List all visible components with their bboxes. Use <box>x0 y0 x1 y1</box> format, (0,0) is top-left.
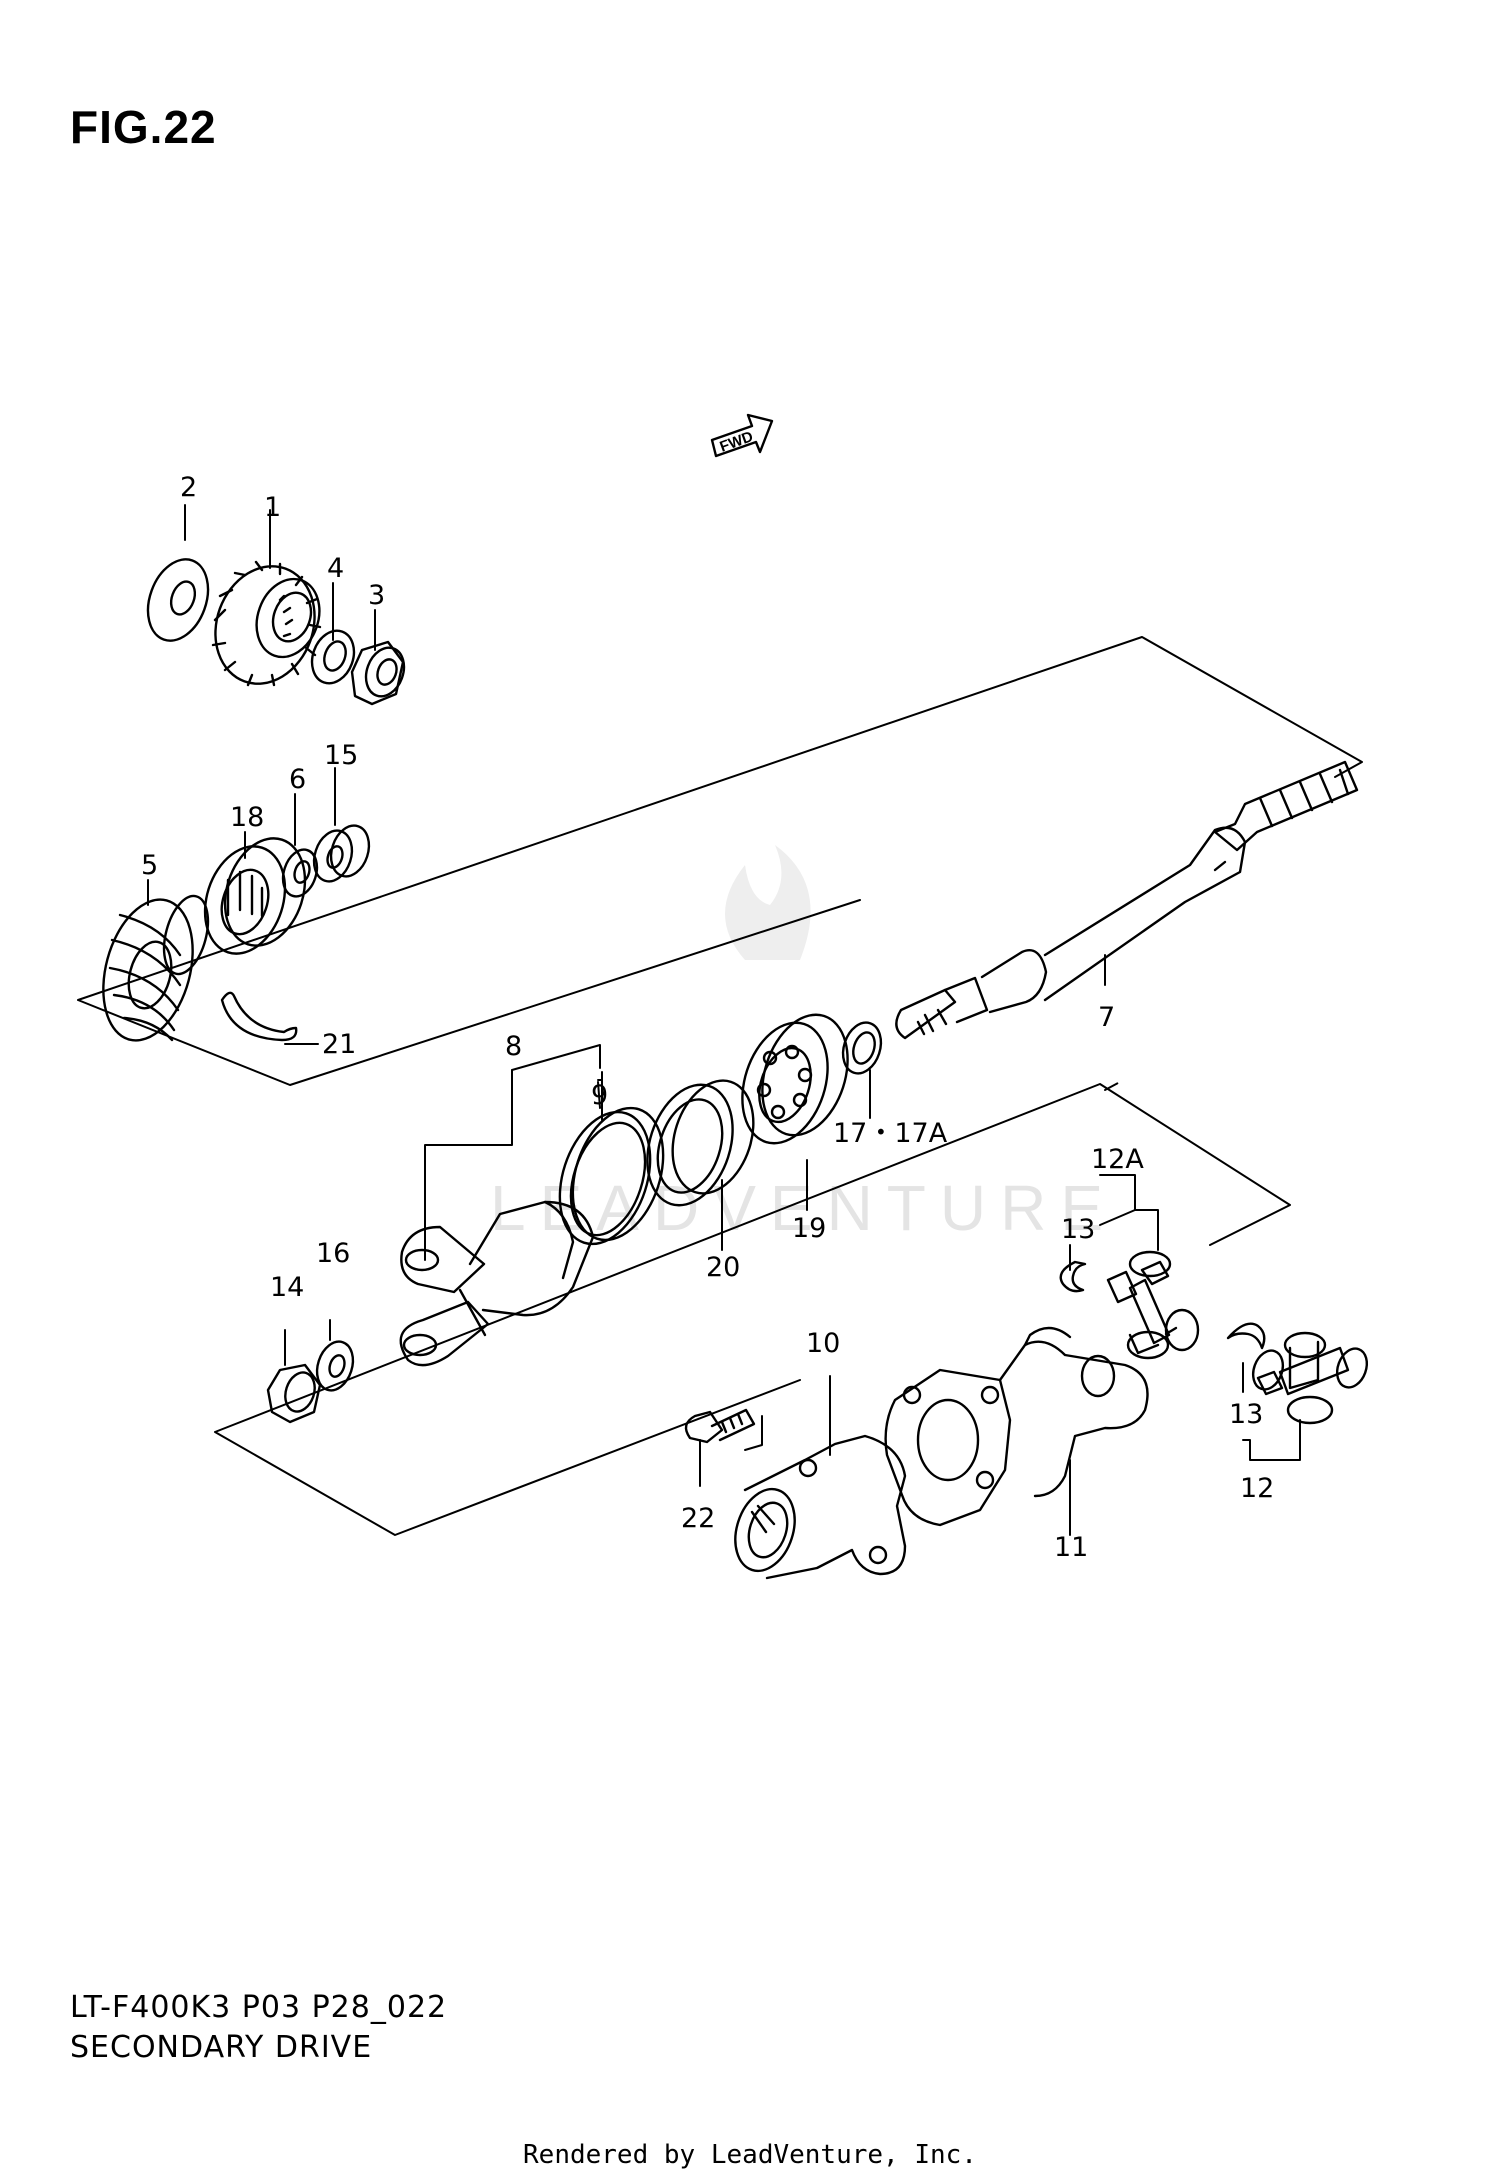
section-name: SECONDARY DRIVE <box>70 2030 373 2065</box>
model-code: LT-F400K3 P03 P28_022 <box>70 1990 448 2025</box>
callout-13-lower: 13 <box>1229 1399 1263 1430</box>
callout-1: 1 <box>264 492 281 523</box>
yoke-flange-part-11 <box>884 1326 1149 1527</box>
callout-22: 22 <box>681 1503 715 1534</box>
callout-6: 6 <box>289 764 306 795</box>
forward-direction-arrow: FWD <box>710 413 774 458</box>
callout-labels: 2 1 4 3 15 6 18 5 21 7 8 9 17・17A 12A 13… <box>141 472 1274 1563</box>
callout-18: 18 <box>230 802 264 833</box>
universal-joint-part-12 <box>1251 1331 1369 1425</box>
nut-part-15 <box>312 824 371 883</box>
bearing-part-18 <box>203 837 307 955</box>
callout-16: 16 <box>316 1238 350 1269</box>
circlip-part-13-lower <box>1226 1322 1266 1350</box>
rendered-by-footer: Rendered by LeadVenture, Inc. <box>523 2140 977 2170</box>
callout-12a: 12A <box>1091 1144 1144 1175</box>
circlip-part-13-upper <box>1059 1260 1087 1293</box>
washer-part-2 <box>146 558 210 642</box>
washer-part-4 <box>310 629 356 685</box>
nut-part-14 <box>266 1363 322 1424</box>
callout-13-upper: 13 <box>1061 1214 1095 1245</box>
callout-12: 12 <box>1240 1473 1274 1504</box>
callout-19: 19 <box>792 1213 826 1244</box>
bevel-gear-part-1 <box>211 560 322 687</box>
yoke-part-8 <box>399 1200 595 1367</box>
callout-10: 10 <box>806 1328 840 1359</box>
callout-3: 3 <box>368 580 385 611</box>
callout-8: 8 <box>505 1031 522 1062</box>
drive-shaft-part-7 <box>895 760 1359 1040</box>
leader-lines <box>147 504 1301 1536</box>
figure-title: FIG.22 <box>70 101 217 153</box>
callout-7: 7 <box>1098 1002 1115 1033</box>
fwd-label: FWD <box>718 428 756 456</box>
watermark: LEADVENTURE <box>490 845 1103 1244</box>
callout-5: 5 <box>141 850 158 881</box>
washer-part-6 <box>281 848 319 898</box>
nut-part-3 <box>350 640 406 706</box>
callout-11: 11 <box>1054 1532 1088 1563</box>
callout-14: 14 <box>270 1272 304 1303</box>
lower-group-dashed-segment <box>1104 1081 1121 1091</box>
flange-part-10 <box>734 1434 907 1580</box>
callout-17-17a: 17・17A <box>833 1118 948 1149</box>
bevel-gear-part-5 <box>102 894 210 1042</box>
universal-joint-part-12a <box>1106 1250 1200 1360</box>
callout-20: 20 <box>706 1252 740 1283</box>
callout-9: 9 <box>591 1080 608 1111</box>
callout-15: 15 <box>324 740 358 771</box>
callout-2: 2 <box>180 472 197 503</box>
seal-ring-part-9 <box>558 1106 665 1246</box>
callout-4: 4 <box>327 553 344 584</box>
callout-21: 21 <box>322 1029 356 1060</box>
lower-group-outline <box>214 1083 1291 1536</box>
circlip-part-21 <box>220 991 298 1042</box>
upper-group-outline <box>77 636 1363 1086</box>
bearing-part-19 <box>741 1013 849 1145</box>
watermark-flame-icon <box>725 845 811 960</box>
bolt-part-22 <box>684 1408 756 1444</box>
washer-part-16 <box>315 1340 355 1392</box>
oring-part-17 <box>841 1021 883 1075</box>
